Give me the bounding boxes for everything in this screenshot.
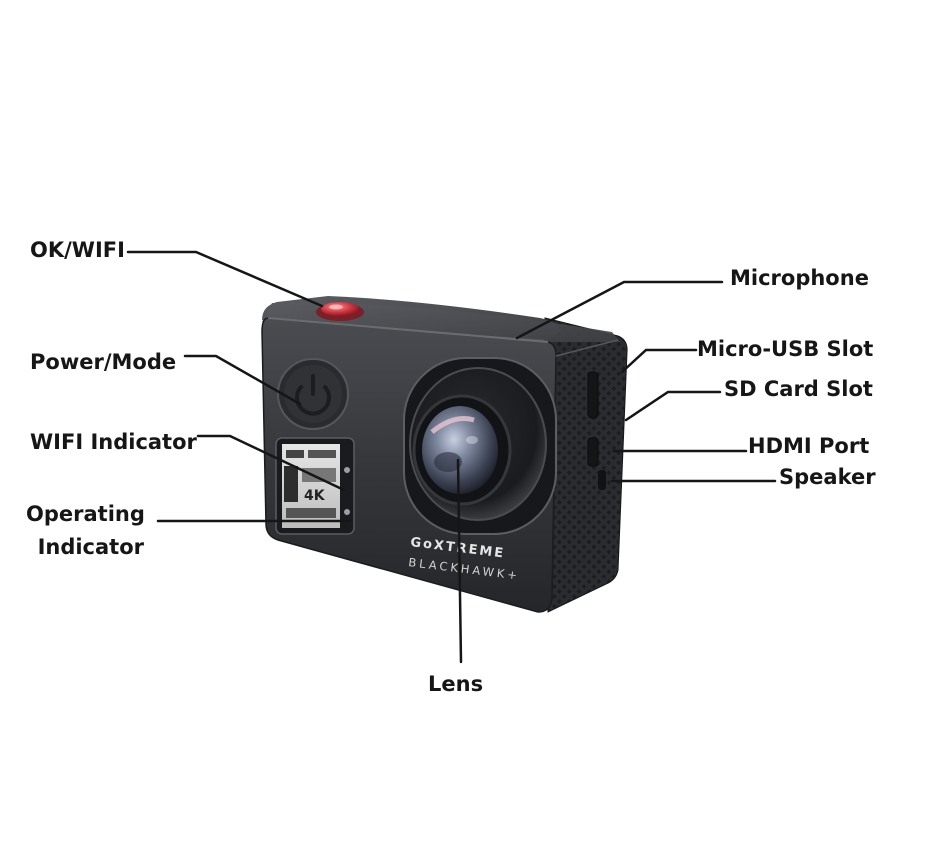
label-lens: Lens [428,672,483,696]
operating-indicator-led [344,509,350,515]
lens-assembly [404,358,556,534]
screen-badge: 4K [304,488,326,504]
status-screen: 4K [276,438,354,534]
label-ok-wifi: OK/WIFI [30,238,125,262]
label-operating-indicator: Operating Indicator [26,498,144,563]
label-wifi-indicator: WIFI Indicator [30,430,197,454]
leader-micro-usb [622,350,696,372]
label-power-mode: Power/Mode [30,350,176,374]
label-micro-usb-slot: Micro-USB Slot [697,337,873,361]
micro-usb-port [588,372,598,418]
leader-sd-card [626,392,720,420]
leader-ok-wifi [128,252,322,306]
wifi-indicator-led [344,467,350,473]
label-speaker: Speaker [779,465,876,489]
label-microphone: Microphone [730,266,869,290]
label-sd-card-slot: SD Card Slot [724,377,873,401]
power-mode-button [278,359,348,429]
hdmi-port-slot [588,438,598,466]
label-hdmi-port: HDMI Port [748,434,869,458]
speaker-grille [598,470,606,490]
